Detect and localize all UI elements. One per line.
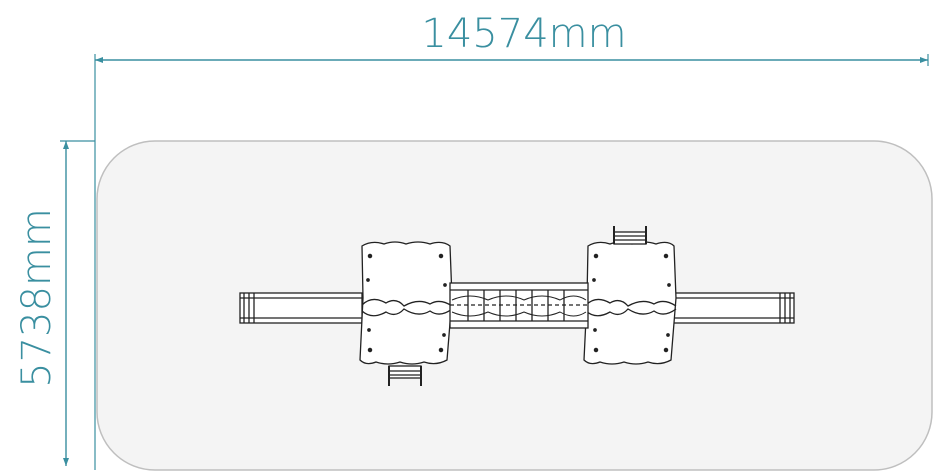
playground-structure-plan-icon — [239, 226, 795, 386]
height-label: 5738mm — [14, 208, 60, 388]
height-dimension: 5738mm — [14, 140, 95, 466]
height-arrow-top — [63, 141, 69, 149]
height-arrow-bottom — [63, 458, 69, 466]
left-tower-ladder — [388, 365, 422, 386]
central-bridge — [449, 282, 589, 329]
right-tower-ladder — [613, 226, 647, 245]
width-dimension: 14574mm — [94, 11, 929, 470]
left-slide — [239, 292, 363, 324]
left-tower — [359, 241, 453, 365]
right-slide — [671, 292, 795, 324]
width-arrow-right — [920, 57, 928, 63]
width-arrow-left — [95, 57, 103, 63]
right-tower — [583, 241, 677, 365]
width-label: 14574mm — [421, 11, 626, 57]
